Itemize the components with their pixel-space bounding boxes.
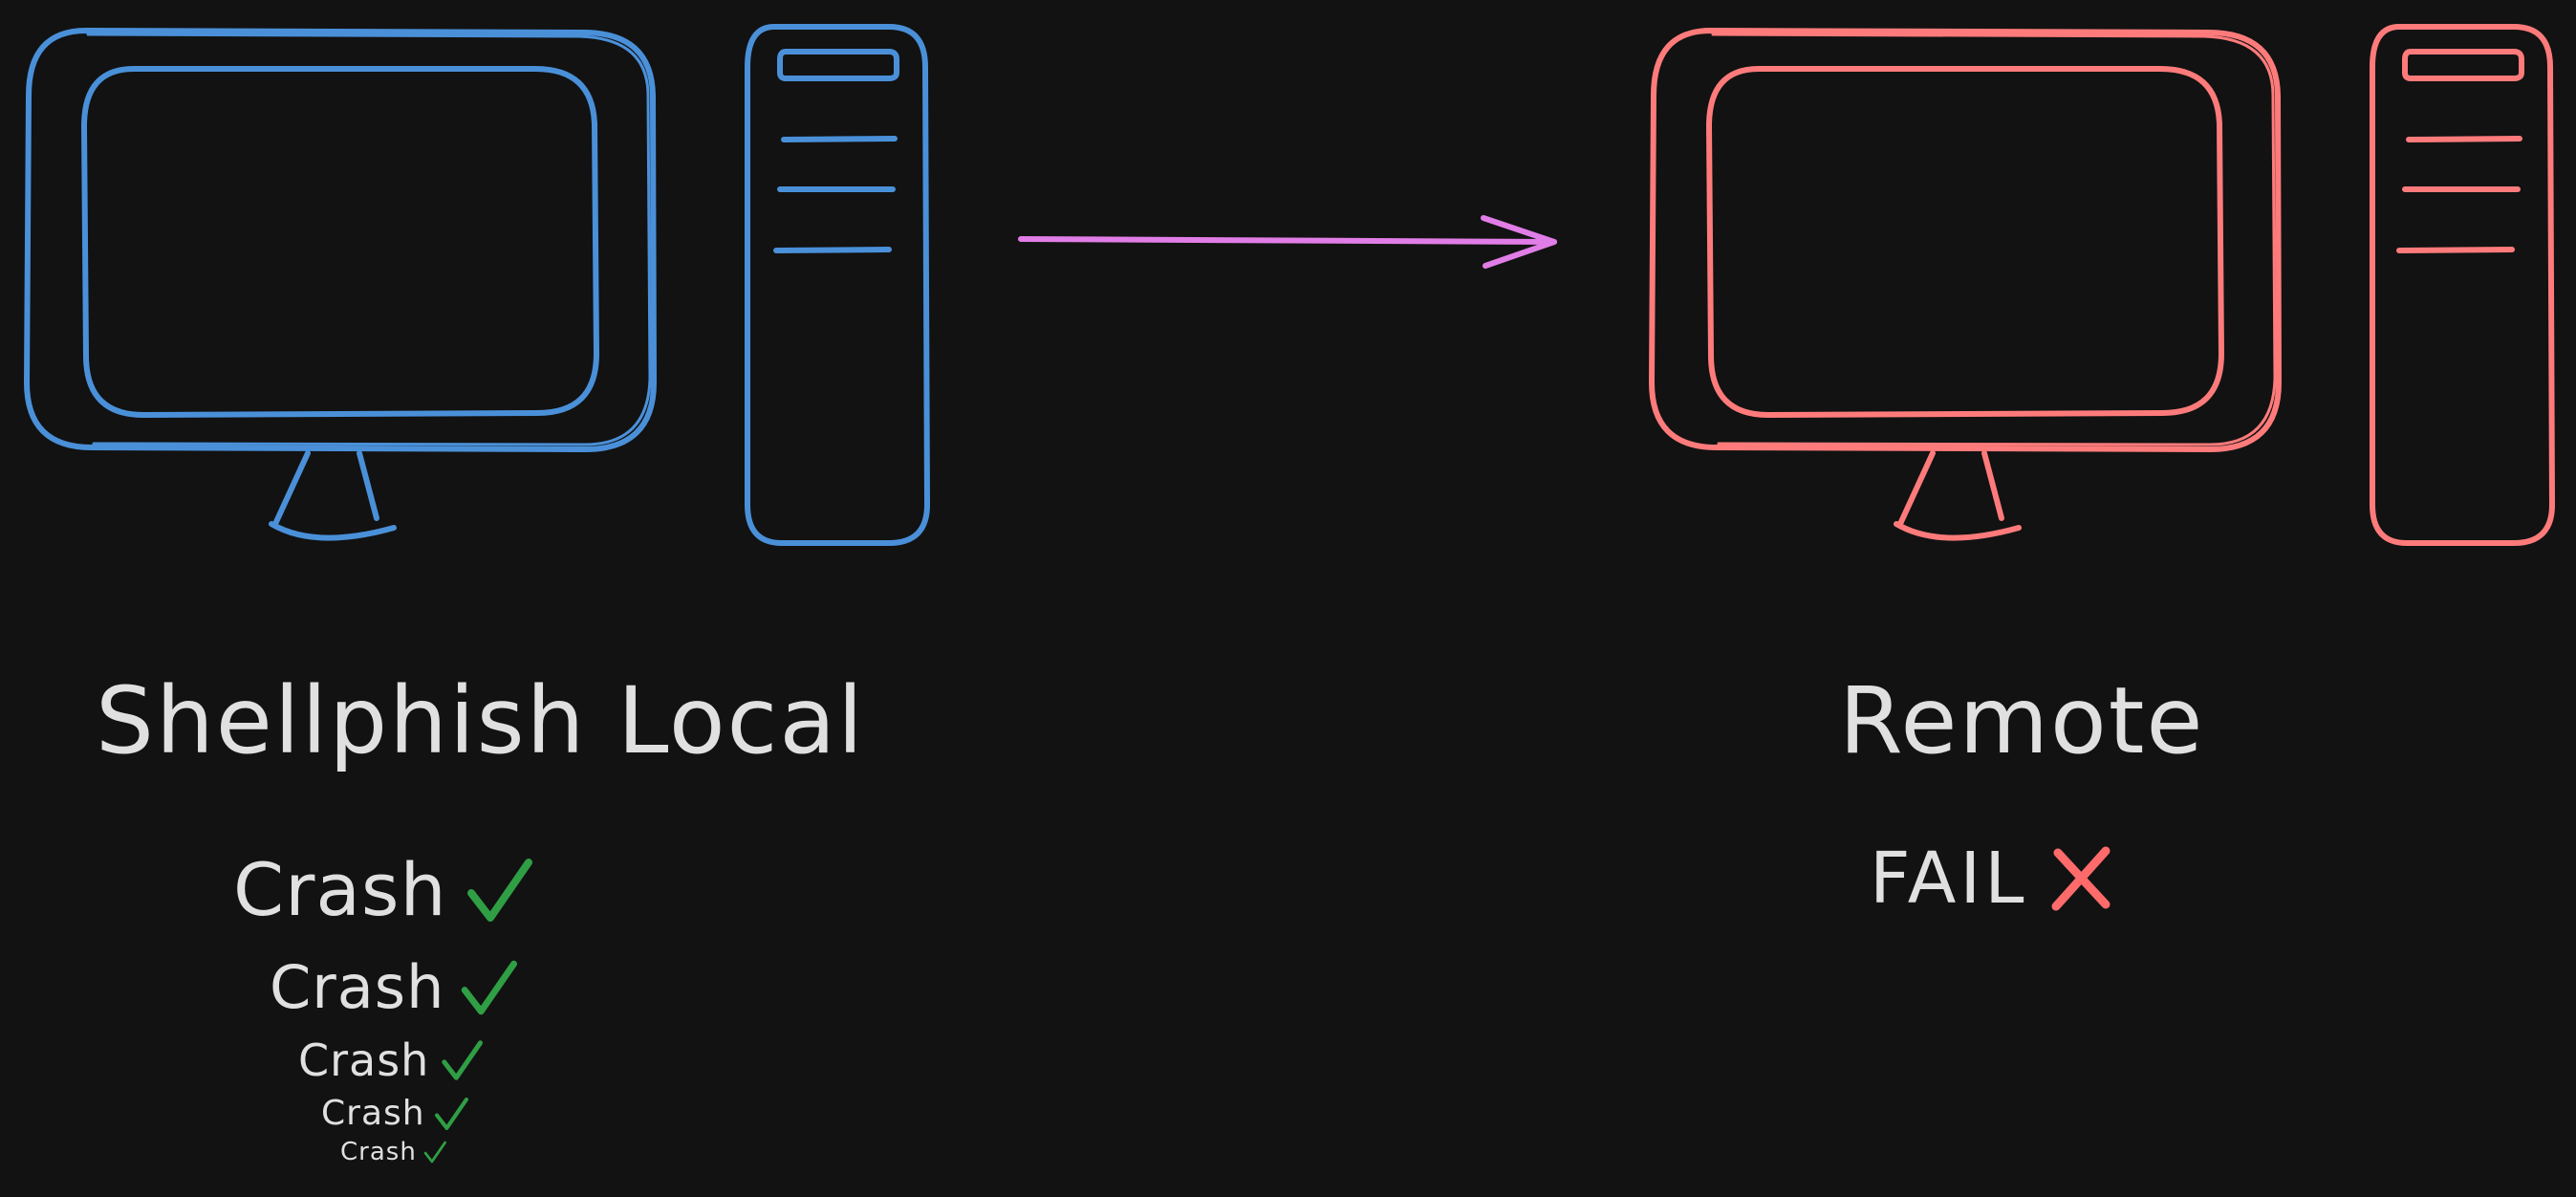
remote-tower-drive	[2402, 49, 2524, 81]
remote-title: Remote	[1839, 667, 2205, 774]
remote-monitor-stand	[1894, 450, 2022, 541]
local-tower-drive	[777, 49, 899, 81]
local-computer-icon	[24, 24, 930, 546]
local-result-item: Crash	[340, 1138, 446, 1166]
local-title: Shellphish Local	[96, 667, 865, 774]
arrow-right-icon	[1018, 215, 1557, 269]
crash-label: Crash	[340, 1138, 417, 1166]
local-tower	[745, 24, 930, 546]
local-result-item: Crash	[233, 847, 532, 932]
remote-tower-slots	[2396, 136, 2522, 253]
check-icon	[434, 1097, 468, 1130]
local-result-item: Crash	[321, 1094, 468, 1133]
check-icon	[442, 1040, 484, 1080]
local-monitor-frame	[24, 28, 657, 452]
crash-label: Crash	[298, 1034, 430, 1086]
remote-result: FAIL	[1870, 838, 2115, 920]
local-tower-slots	[773, 136, 898, 253]
remote-computer-icon	[1649, 24, 2555, 546]
check-icon	[462, 960, 518, 1014]
remote-tower	[2370, 24, 2555, 546]
crash-label: Crash	[270, 952, 445, 1022]
remote-monitor-frame	[1649, 28, 2282, 452]
local-result-item: Crash	[298, 1034, 484, 1086]
check-icon	[423, 1141, 446, 1164]
cross-icon	[2051, 846, 2111, 911]
crash-label: Crash	[233, 847, 447, 932]
remote-monitor-screen	[1706, 66, 2224, 418]
local-monitor-stand	[269, 450, 397, 541]
local-monitor-screen	[81, 66, 599, 418]
check-icon	[466, 858, 532, 922]
local-result-item: Crash	[270, 952, 518, 1022]
fail-label: FAIL	[1870, 838, 2028, 920]
crash-label: Crash	[321, 1094, 425, 1133]
